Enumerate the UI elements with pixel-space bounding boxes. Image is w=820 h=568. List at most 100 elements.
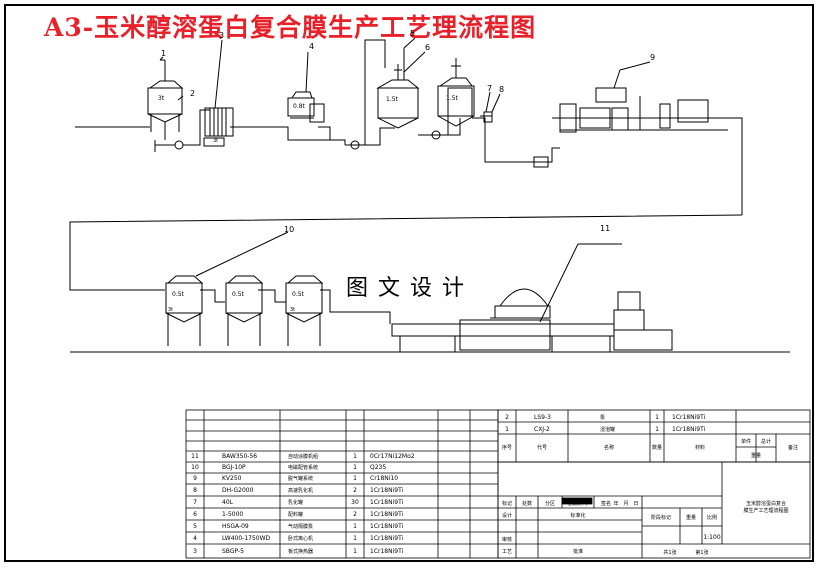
batching-tank	[376, 48, 420, 129]
parts-row-material: 1Cr18Ni9Ti	[370, 499, 404, 506]
drawing-title: A3-玉米醇溶蛋白复合膜生产工艺理流程图	[44, 13, 537, 42]
storage-tank	[165, 275, 204, 346]
header-name: 名称	[604, 444, 614, 451]
storage-tank	[285, 275, 324, 346]
parts-row-name: 脱气罐系统	[288, 475, 313, 482]
parts-row-code: KV250	[222, 475, 242, 482]
parts-row-name: 泵	[600, 415, 605, 421]
tb-label-standardization: 标准化	[570, 512, 585, 519]
callout-7: 7	[487, 84, 492, 93]
title-block-drawing-name: 玉米醇溶蛋白复合	[746, 500, 786, 507]
parts-row-no: 2	[505, 414, 509, 421]
tb-label-day: 日	[633, 501, 638, 507]
vessel-label: 1.5t	[386, 96, 399, 103]
header-note: 备注	[788, 444, 798, 451]
callout-8: 8	[499, 85, 504, 94]
tb-label-zone: 分区	[545, 500, 555, 507]
parts-row-no: 4	[193, 535, 197, 542]
parts-row-no: 8	[193, 487, 197, 494]
parts-row-material: 1Cr18Ni9Ti	[370, 535, 404, 542]
parts-row-material: 1Cr18Ni9Ti	[672, 414, 706, 421]
parts-row-qty: 30	[351, 499, 359, 506]
soaking-tank	[147, 59, 184, 140]
parts-row-qty: 2	[353, 511, 357, 518]
header-code: 代号	[537, 444, 547, 451]
side-label: 3t	[213, 138, 218, 144]
parts-row-no: 1	[505, 426, 509, 433]
parts-row-no: 5	[193, 523, 197, 530]
vessel-label: 3t	[158, 95, 165, 102]
header-weight: 重量	[751, 452, 761, 459]
parts-row-no: 10	[191, 464, 199, 471]
vessel-label: 0.8t	[293, 103, 306, 110]
tb-label-signature: 签名	[601, 500, 611, 507]
parts-row-qty: 1	[655, 414, 659, 421]
tb-scale-value: 1:100	[703, 534, 720, 541]
tb-label-approve: 批准	[573, 548, 583, 555]
emulsifier-icon	[533, 156, 549, 168]
parts-row-material: 1Cr18Ni9Ti	[370, 523, 404, 530]
vessel-label: 0.5t	[172, 291, 185, 298]
callout-1: 1	[161, 49, 166, 58]
callout-6: 6	[425, 43, 430, 52]
title-block-drawing-name: 膜生产工艺理流程图	[743, 507, 788, 514]
vessel-label: 0.5t	[292, 291, 305, 298]
tb-label-year: 年	[613, 500, 618, 507]
parts-row-material: Q235	[370, 464, 386, 471]
callout-9: 9	[650, 53, 655, 62]
parts-row-code: LW400-1750WD	[222, 535, 271, 542]
parts-row-code: SBGP-5	[222, 548, 244, 555]
parts-row-name: 气动隔膜泵	[288, 523, 313, 530]
parts-row-no: 11	[191, 453, 199, 460]
parts-row-qty: 1	[655, 426, 659, 433]
parts-row-code: BAW350-56	[222, 453, 257, 460]
header-total-weight: 总计	[761, 438, 771, 445]
parts-row-code: 1-5000	[222, 511, 243, 518]
callout-3: 3	[219, 31, 224, 40]
parts-row-material: 1Cr18Ni9Ti	[672, 426, 706, 433]
parts-row-material: 1Cr18Ni9Ti	[370, 548, 404, 555]
storage-tank	[225, 275, 264, 346]
tb-label-change-doc: 更改文件号	[568, 500, 588, 506]
pump-icon	[350, 140, 360, 150]
side-label: 3t	[168, 307, 173, 313]
header-material: 材料	[695, 444, 705, 451]
tb-sheet-no: 第1张	[695, 549, 708, 556]
tb-label-count: 处数	[522, 500, 532, 507]
tb-sheets-total: 共1张	[663, 549, 676, 556]
tb-label-design: 设计	[502, 512, 512, 519]
parts-row-name: 板式换热器	[288, 548, 313, 555]
parts-row-no: 6	[193, 511, 197, 518]
callout-2: 2	[190, 89, 195, 98]
parts-row-no: 7	[193, 499, 197, 506]
plate-heat-exchanger	[203, 39, 234, 147]
parts-row-name: 高速乳化机	[288, 487, 313, 494]
vessel-label: 1.5t	[446, 95, 459, 102]
parts-row-material: 1Cr18Ni9Ti	[370, 487, 404, 494]
parts-row-name: 浸泡罐	[600, 426, 615, 433]
pump-icon	[431, 130, 441, 140]
parts-row-qty: 1	[353, 475, 357, 482]
parts-row-qty: 1	[353, 548, 357, 555]
tb-label-review: 审核	[502, 536, 512, 543]
callout-11: 11	[600, 224, 610, 233]
side-label: 3t	[290, 307, 295, 313]
tb-label-scale: 比例	[707, 514, 717, 521]
tb-label-weight: 重量	[686, 514, 696, 521]
parts-row-name: 卧式离心机	[288, 535, 313, 542]
parts-row-qty: 2	[353, 487, 357, 494]
parts-row-material: Cr18Ni10	[370, 475, 398, 482]
tb-label-stage: 阶段标记	[651, 514, 671, 521]
parts-row-name: 自动涂膜机组	[288, 453, 318, 460]
coating-machine	[391, 243, 673, 352]
parts-row-code: HSGA-09	[222, 523, 249, 530]
parts-row-name: 配料罐	[288, 511, 303, 518]
parts-list-table	[185, 409, 499, 559]
parts-row-name: 电磁配管系统	[288, 464, 318, 471]
vessel-label: 0.5t	[232, 291, 245, 298]
tb-label-month: 月	[623, 501, 628, 507]
parts-row-code: BGJ-10P	[222, 464, 246, 471]
parts-row-qty: 1	[353, 464, 357, 471]
